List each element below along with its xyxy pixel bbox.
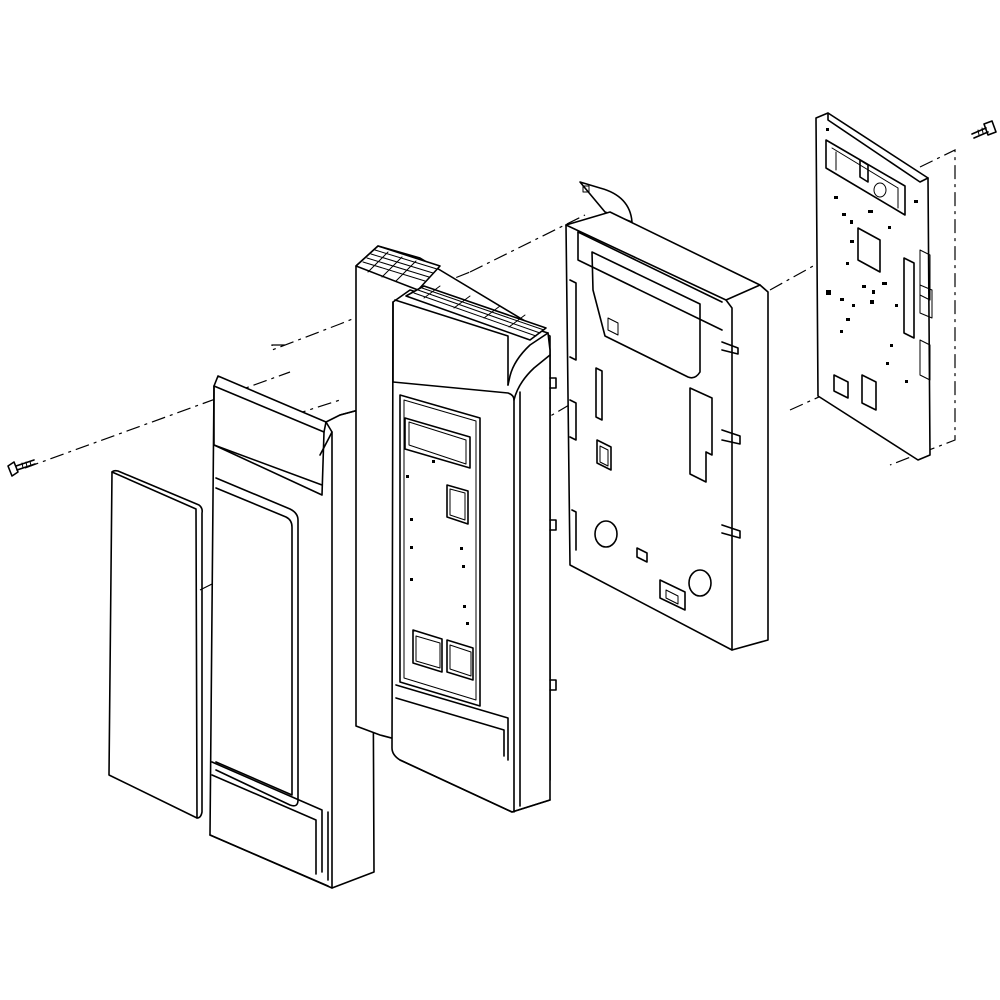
- screw-left-icon: [7, 459, 36, 477]
- screw-right-icon: [971, 120, 997, 139]
- control-bracket: [565, 181, 769, 651]
- control-panel-frame: [355, 245, 557, 813]
- decal-panel: [108, 469, 203, 819]
- control-panel-cover: [209, 375, 375, 889]
- circuit-board: [815, 112, 933, 461]
